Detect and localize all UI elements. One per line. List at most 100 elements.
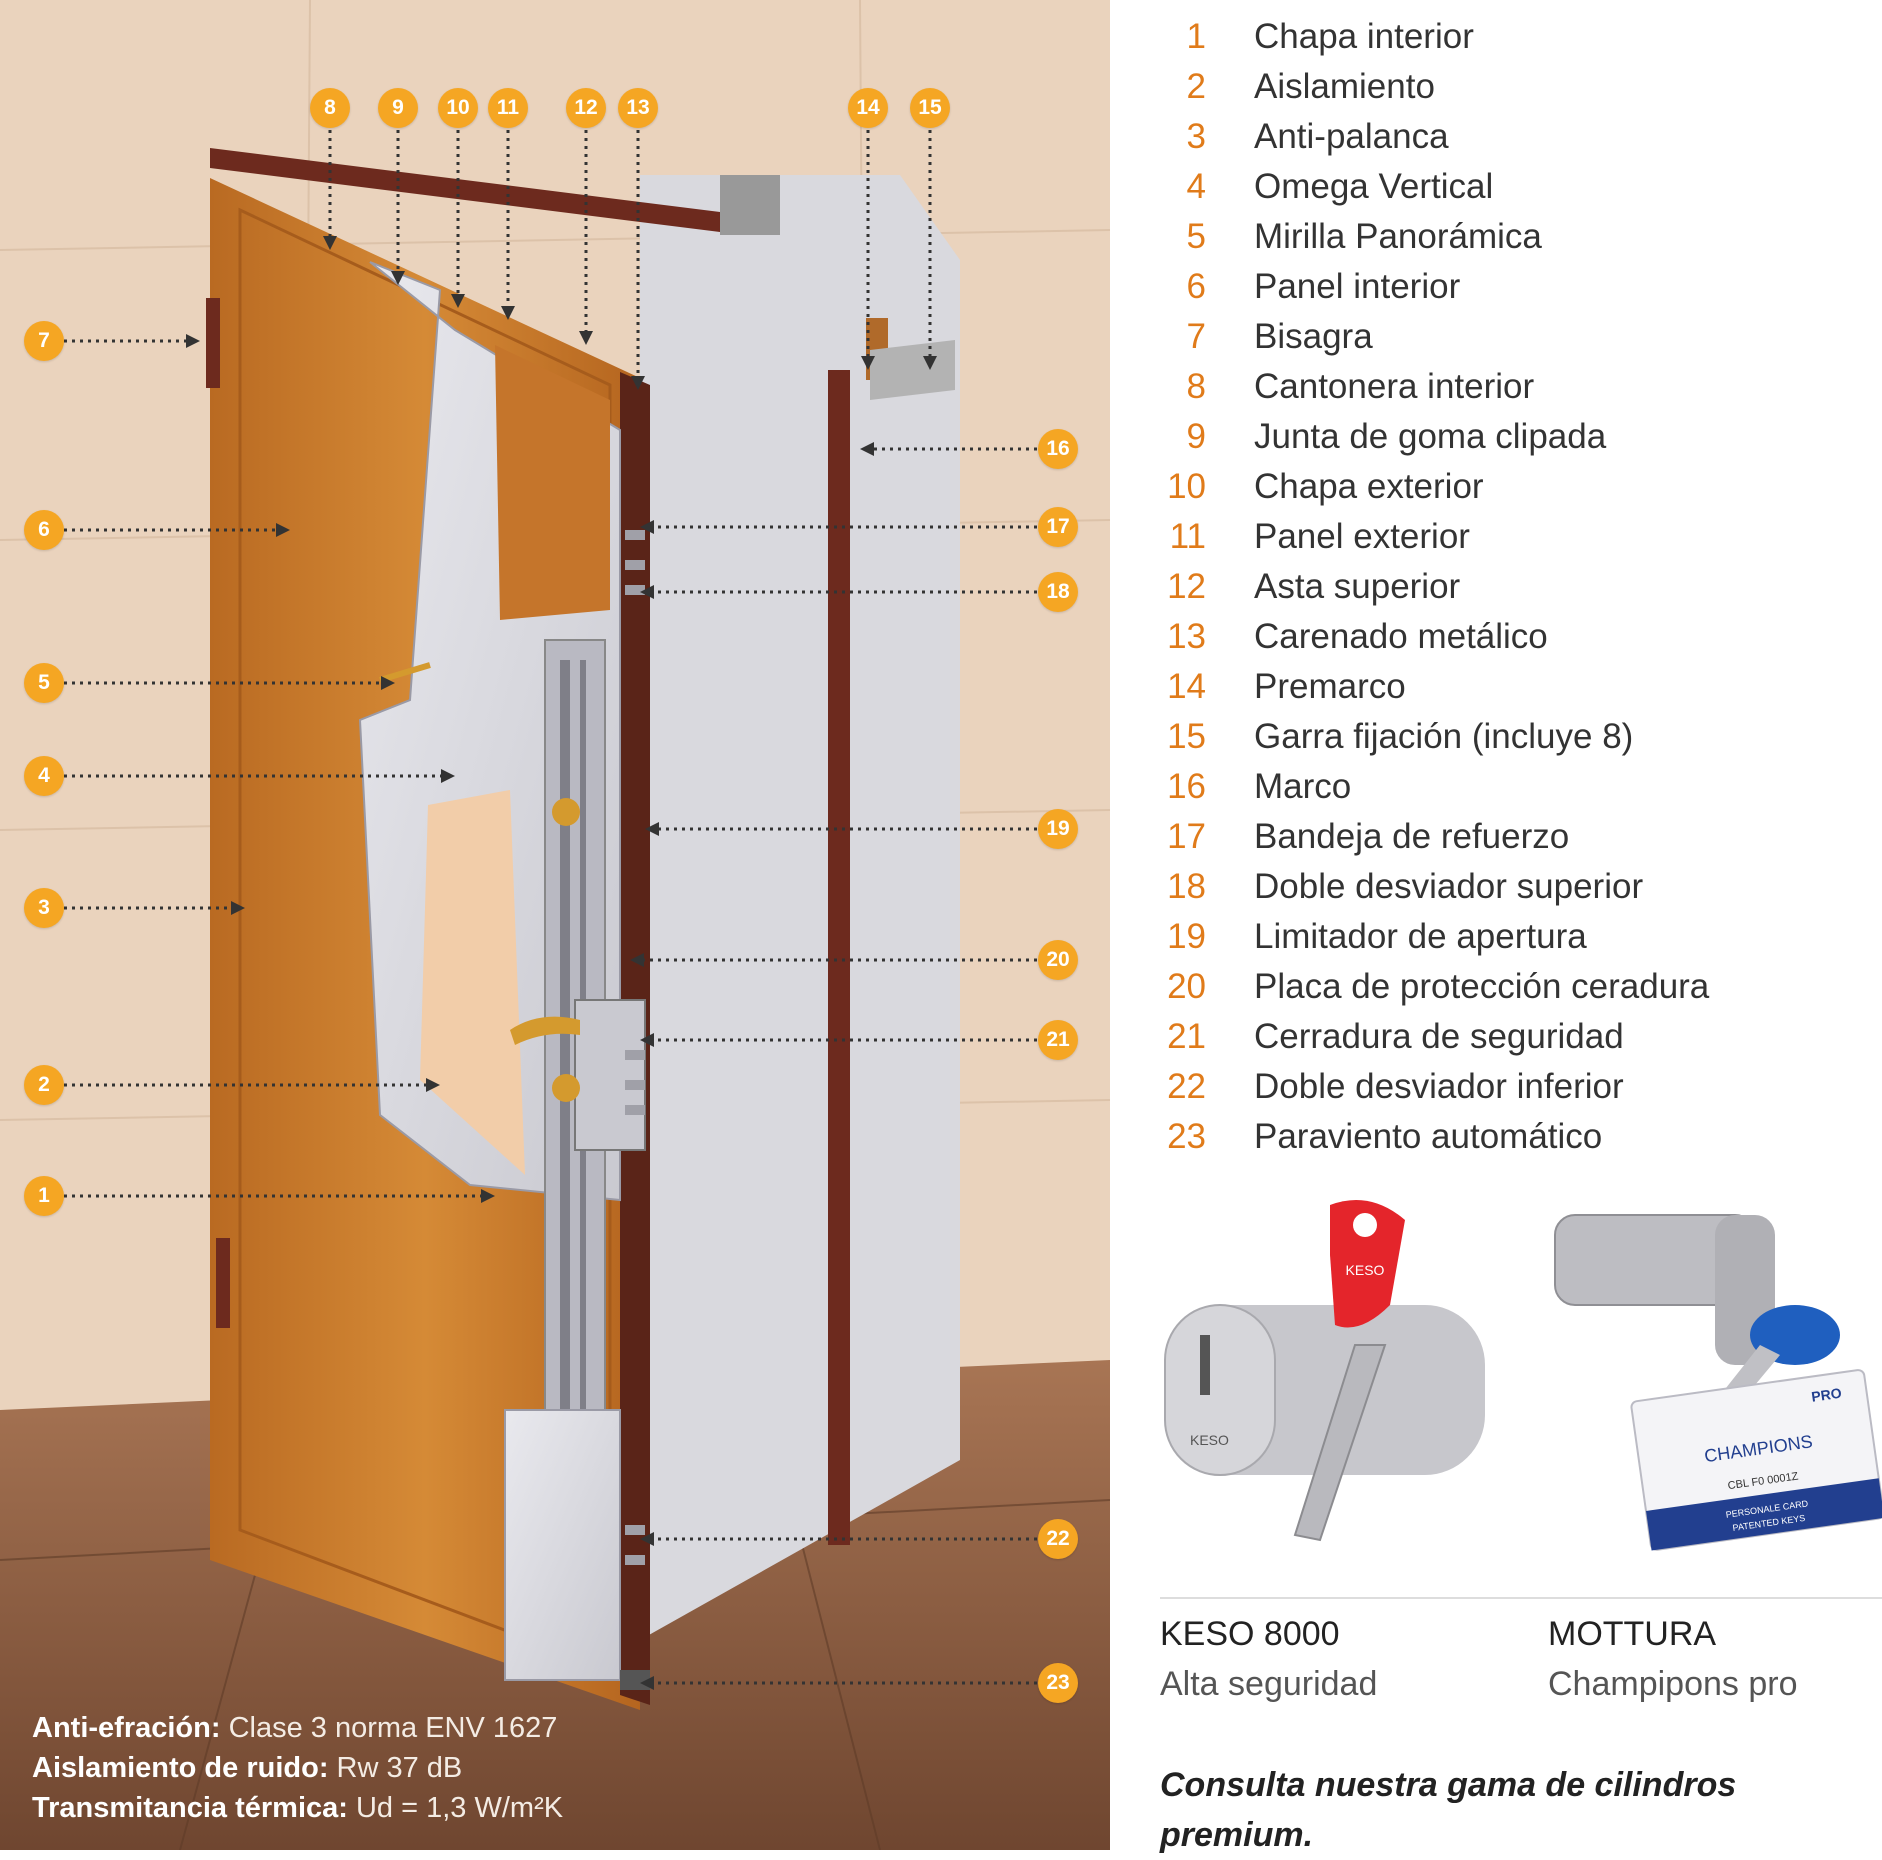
legend-item: 22 Doble desviador inferior: [1150, 1062, 1870, 1112]
spec-value: Clase 3 norma ENV 1627: [228, 1712, 558, 1744]
callout-badge: 23: [1038, 1663, 1078, 1703]
callout-badge: 9: [378, 88, 418, 128]
legend-item: 10 Chapa exterior: [1150, 462, 1870, 512]
legend-label: Aislamiento: [1254, 67, 1435, 106]
callout-badge: 14: [848, 88, 888, 128]
legend-number: 6: [1186, 267, 1206, 306]
legend-label: Carenado metálico: [1254, 617, 1548, 656]
legend-number: 10: [1167, 467, 1206, 506]
mottura-card-brand: PRO: [1810, 1385, 1842, 1405]
legend-label: Garra fijación (incluye 8): [1254, 717, 1634, 756]
legend-label: Panel interior: [1254, 267, 1461, 306]
callout-badge: 20: [1038, 940, 1078, 980]
callout-badge: 1: [24, 1176, 64, 1216]
legend-number: 5: [1186, 217, 1206, 256]
legend-label: Chapa interior: [1254, 17, 1474, 56]
callout-badge: 7: [24, 321, 64, 361]
hinge-top: [206, 298, 220, 388]
cutaway-insulation: [420, 790, 525, 1175]
legend-item: 3 Anti-palanca: [1150, 112, 1870, 162]
cutaway-wood-exterior: [495, 345, 610, 620]
legend-number: 14: [1167, 667, 1206, 706]
legend-item: 5 Mirilla Panorámica: [1150, 212, 1870, 262]
legend-label: Premarco: [1254, 667, 1406, 706]
legend-number: 3: [1186, 117, 1206, 156]
products-divider: [1160, 1597, 1882, 1599]
callout-badge: 16: [1038, 429, 1078, 469]
callout-badge: 13: [618, 88, 658, 128]
callout-badge: 10: [438, 88, 478, 128]
legend-label: Placa de protección ceradura: [1254, 967, 1710, 1006]
legend-number: 22: [1167, 1067, 1206, 1106]
legend-label: Asta superior: [1254, 567, 1461, 606]
legend-label: Limitador de apertura: [1254, 917, 1587, 956]
keso-cylinder-text: KESO: [1190, 1432, 1229, 1448]
wall-opening: [640, 175, 960, 1640]
legend-label: Marco: [1254, 767, 1352, 806]
legend-label: Junta de goma clipada: [1254, 417, 1607, 456]
spec-row: Aislamiento de ruido: Rw 37 dB: [32, 1748, 563, 1788]
legend-number: 11: [1169, 517, 1206, 556]
legend-label: Cerradura de seguridad: [1254, 1017, 1624, 1056]
legend-item: 11 Panel exterior: [1150, 512, 1870, 562]
mottura-subtitle: Champipons pro: [1548, 1665, 1798, 1703]
legend-number: 17: [1167, 817, 1206, 856]
legend-label: Mirilla Panorámica: [1254, 217, 1542, 256]
legend-number: 13: [1167, 617, 1206, 656]
draft-seal: [620, 1670, 650, 1690]
legend-label: Panel exterior: [1254, 517, 1470, 556]
technical-specs: Anti-efración: Clase 3 norma ENV 1627 Ai…: [32, 1708, 563, 1828]
callout-badge: 6: [24, 510, 64, 550]
legend-number: 19: [1167, 917, 1206, 956]
door-frame-post: [828, 370, 850, 1545]
legend-label: Doble desviador inferior: [1254, 1067, 1624, 1106]
legend-label: Bandeja de refuerzo: [1254, 817, 1570, 856]
legend-item: 4 Omega Vertical: [1150, 162, 1870, 212]
callout-badge: 19: [1038, 809, 1078, 849]
legend-number: 20: [1167, 967, 1206, 1006]
legend-label: Paraviento automático: [1254, 1117, 1603, 1156]
callout-leaders: [64, 130, 1037, 1685]
legend-label: Anti-palanca: [1254, 117, 1449, 156]
legend-item: 6 Panel interior: [1150, 262, 1870, 312]
door-illustration: 8 9 10 11 12 13 14 15 7 6 5 4 3 2 1 16 1…: [0, 0, 1110, 1850]
legend-number: 23: [1167, 1117, 1206, 1156]
spec-value: Ud = 1,3 W/m²K: [355, 1792, 564, 1824]
hinge-bottom: [216, 1238, 230, 1328]
callout-badge: 17: [1038, 507, 1078, 547]
door-handle: [510, 1016, 580, 1045]
callout-badge: 21: [1038, 1020, 1078, 1060]
legend-label: Chapa exterior: [1254, 467, 1484, 506]
legend-number: 15: [1167, 717, 1206, 756]
legend-number: 18: [1167, 867, 1206, 906]
mottura-cylinder-image: PRO CHAMPIONS CBL F0 0001Z PERSONALE CAR…: [1554, 1214, 1882, 1551]
cylinder-images: KESO KESO PRO CHAMPIONS CBL F0 0001Z PER…: [1164, 1200, 1882, 1551]
legend-item: 17 Bandeja de refuerzo: [1150, 812, 1870, 862]
callout-badge: 8: [310, 88, 350, 128]
callout-badge: 18: [1038, 572, 1078, 612]
legend-label: Omega Vertical: [1254, 167, 1494, 206]
legend-item: 15 Garra fijación (incluye 8): [1150, 712, 1870, 762]
legend-number: 4: [1186, 167, 1206, 206]
legend-label: Doble desviador superior: [1254, 867, 1644, 906]
callout-badge: 2: [24, 1065, 64, 1105]
callout-badge: 15: [910, 88, 950, 128]
keso-key-text: KESO: [1346, 1262, 1385, 1278]
legend-label: Cantonera interior: [1254, 367, 1535, 406]
keso-subtitle: Alta seguridad: [1160, 1665, 1378, 1703]
callout-badge: 22: [1038, 1519, 1078, 1559]
callout-badge: 5: [24, 663, 64, 703]
legend-label: Bisagra: [1254, 317, 1373, 356]
callout-badge: 3: [24, 888, 64, 928]
spec-value: Rw 37 dB: [336, 1752, 463, 1784]
spec-row: Transmitancia térmica: Ud = 1,3 W/m²K: [32, 1788, 563, 1828]
spec-key: Transmitancia térmica:: [32, 1792, 348, 1824]
legend-item: 13 Carenado metálico: [1150, 612, 1870, 662]
